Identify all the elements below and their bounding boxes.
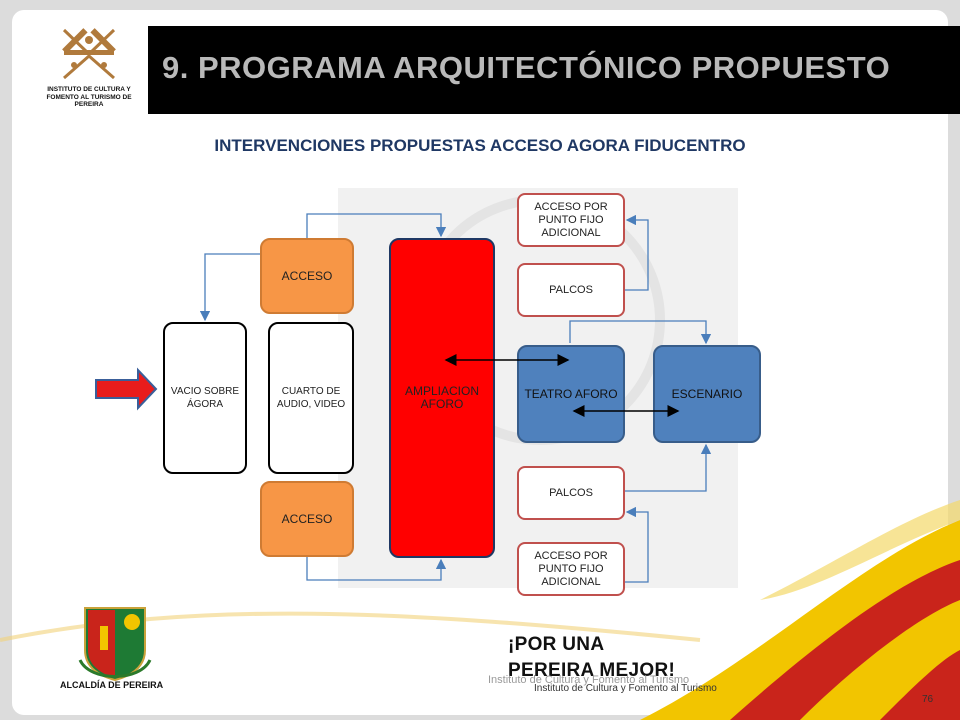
diagram-subtitle: INTERVENCIONES PROPUESTAS ACCESO AGORA F… [214,136,746,155]
alcaldia-label: ALCALDÍA DE PEREIRA [60,680,164,690]
connector-teatro-to-escenario [569,320,712,345]
logo-text: INSTITUTO DE CULTURA Y FOMENTO AL TURISM… [46,86,132,108]
institute-emblem-icon [62,28,116,80]
connector-acceso-top-to-ampliacion [306,213,447,238]
slogan: ¡POR UNA PEREIRA MEJOR! [508,632,675,684]
node-acceso-top: ACCESO [260,238,354,314]
page-title: 9. PROGRAMA ARQUITECTÓNICO PROPUESTO [162,50,891,85]
title-bar: 9. PROGRAMA ARQUITECTÓNICO PROPUESTO [148,26,960,114]
institute-logo: INSTITUTO DE CULTURA Y FOMENTO AL TURISM… [34,20,144,118]
slogan-line-2: PEREIRA MEJOR! [508,660,676,681]
connector-acceso-top-to-vacio [199,253,260,322]
node-palcos-bottom: PALCOS [517,466,625,520]
node-ampliacion-aforo: AMPLIACION AFORO [389,238,495,558]
connector-acceso-punto-to-palcos-bottom [625,506,649,583]
footer-institute: Instituto de Cultura y Fomento al Turism… [534,683,717,694]
node-palcos-top: PALCOS [517,263,625,317]
footer-institute-ghost: Instituto de Cultura y Fomento al Turism… [488,674,690,686]
node-acceso-punto-fijo-bottom: ACCESO POR PUNTO FIJO ADICIONAL [517,542,625,596]
connector-acceso-bottom-to-ampliacion [306,557,447,581]
node-escenario: ESCENARIO [653,345,761,443]
node-acceso-punto-fijo-top: ACCESO POR PUNTO FIJO ADICIONAL [517,193,625,247]
entry-arrow-icon [95,367,158,411]
node-acceso-bottom: ACCESO [260,481,354,557]
node-cuarto-audio-video: CUARTO DE AUDIO, VIDEO [268,322,354,474]
connector-palcos-bottom-to-escenario [625,443,712,492]
page-number: 76 [922,694,934,705]
slogan-line-1: ¡POR UNA [508,634,605,655]
connector-palcos-top-to-acceso-punto [625,214,649,291]
node-vacio-sobre-agora: VACIO SOBRE ÁGORA [163,322,247,474]
node-teatro-aforo: TEATRO AFORO [517,345,625,443]
